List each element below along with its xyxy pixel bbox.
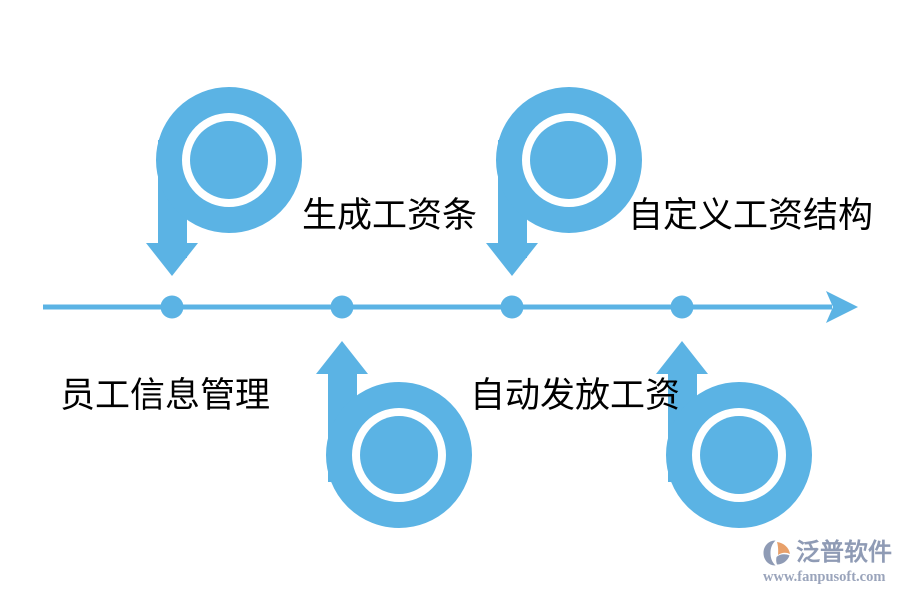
timeline-node-3 [500, 295, 524, 319]
connector-b-loop-2 [656, 341, 812, 528]
watermark-url-text: www.fanpusoft.com [763, 569, 886, 586]
watermark-brand-text: 泛普软件 [796, 539, 892, 567]
step-label-3: 自动发放工资 [470, 376, 681, 415]
timeline-nodes [160, 295, 694, 319]
fanpu-logo-icon [763, 540, 790, 566]
step-label-4: 自定义工资结构 [628, 196, 874, 235]
connector-p-loop-1 [146, 87, 302, 276]
timeline-node-1 [160, 295, 184, 319]
timeline-node-4 [670, 295, 694, 319]
step-label-1: 员工信息管理 [60, 376, 271, 415]
connector-b-loop-1 [316, 341, 472, 528]
connector-p-loop-2 [486, 87, 642, 276]
timeline-node-2 [330, 295, 354, 319]
watermark: 泛普软件 www.fanpusoft.com [762, 534, 894, 590]
watermark-brand-row: 泛普软件 [762, 539, 892, 567]
axis-arrowhead [826, 291, 858, 323]
step-label-2: 生成工资条 [302, 196, 478, 235]
